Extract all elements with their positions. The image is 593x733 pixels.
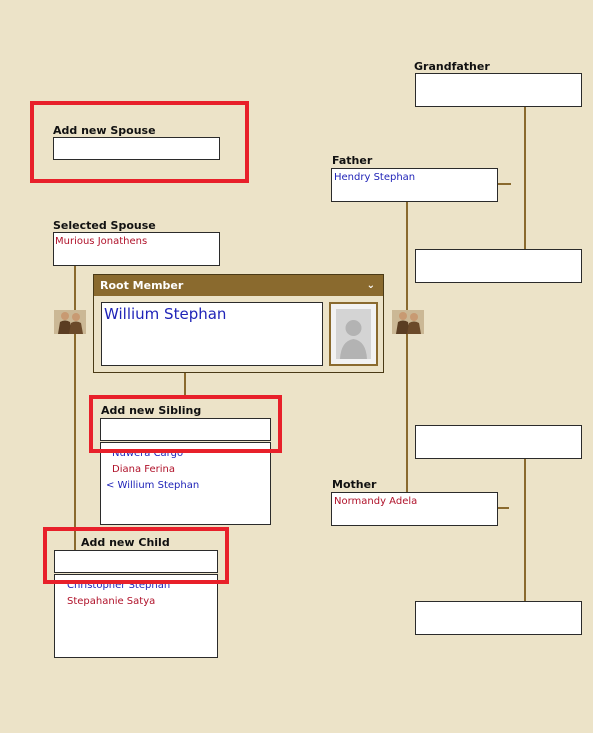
maternal-grandmother-box[interactable] (415, 601, 582, 635)
root-member-title: Root Member (100, 279, 184, 292)
spouse-connector (74, 265, 76, 573)
add-spouse-input[interactable] (53, 137, 220, 160)
root-member-name-box[interactable]: Willium Stephan (101, 302, 323, 366)
list-item[interactable]: Christopher Stephan (67, 580, 171, 591)
grandfather-label: Grandfather (414, 60, 490, 73)
maternal-grandfather-box[interactable] (415, 425, 582, 459)
person-silhouette-icon (331, 304, 376, 364)
child-list: Christopher Stephan Stepahanie Satya (54, 574, 218, 658)
add-child-input[interactable] (54, 550, 218, 573)
list-item[interactable]: Stepahanie Satya (67, 596, 156, 607)
selected-spouse-name[interactable]: Murious Jonathens (55, 236, 148, 247)
selected-spouse-box[interactable]: Murious Jonathens (53, 232, 220, 266)
root-member-panel: Root Member ⌄ Willium Stephan (93, 274, 384, 373)
add-sibling-input[interactable] (100, 418, 271, 441)
parents-connector (406, 201, 408, 493)
root-member-header[interactable]: Root Member ⌄ (94, 275, 383, 296)
selected-spouse-label: Selected Spouse (53, 219, 156, 232)
grandparents-maternal-connector (524, 458, 526, 602)
father-label: Father (332, 154, 373, 167)
add-child-label: Add new Child (81, 536, 170, 549)
root-member-name: Willium Stephan (104, 305, 227, 323)
mother-name[interactable]: Normandy Adela (334, 496, 418, 507)
grandfather-box[interactable] (415, 73, 582, 107)
add-sibling-label: Add new Sibling (101, 404, 202, 417)
chevron-down-icon[interactable]: ⌄ (366, 280, 375, 291)
sibling-connector (184, 372, 186, 398)
list-item[interactable]: < Willium Stephan (106, 480, 200, 491)
mother-box[interactable]: Normandy Adela (331, 492, 498, 526)
father-to-grandparents-connector (498, 183, 511, 185)
sibling-list: Nuwera Cargo Diana Ferina < Willium Step… (100, 442, 271, 525)
father-name[interactable]: Hendry Stephan (334, 172, 416, 183)
add-spouse-label: Add new Spouse (53, 124, 156, 137)
mother-to-grandparents-connector (498, 507, 509, 509)
list-item[interactable]: Nuwera Cargo (112, 448, 184, 459)
paternal-grandmother-box[interactable] (415, 249, 582, 283)
spouse-couple-icon[interactable] (54, 310, 86, 334)
father-box[interactable]: Hendry Stephan (331, 168, 498, 202)
parents-couple-icon[interactable] (392, 310, 424, 334)
root-member-photo[interactable] (329, 302, 378, 366)
mother-label: Mother (332, 478, 377, 491)
list-item[interactable]: Diana Ferina (112, 464, 175, 475)
grandparents-paternal-connector (524, 106, 526, 251)
